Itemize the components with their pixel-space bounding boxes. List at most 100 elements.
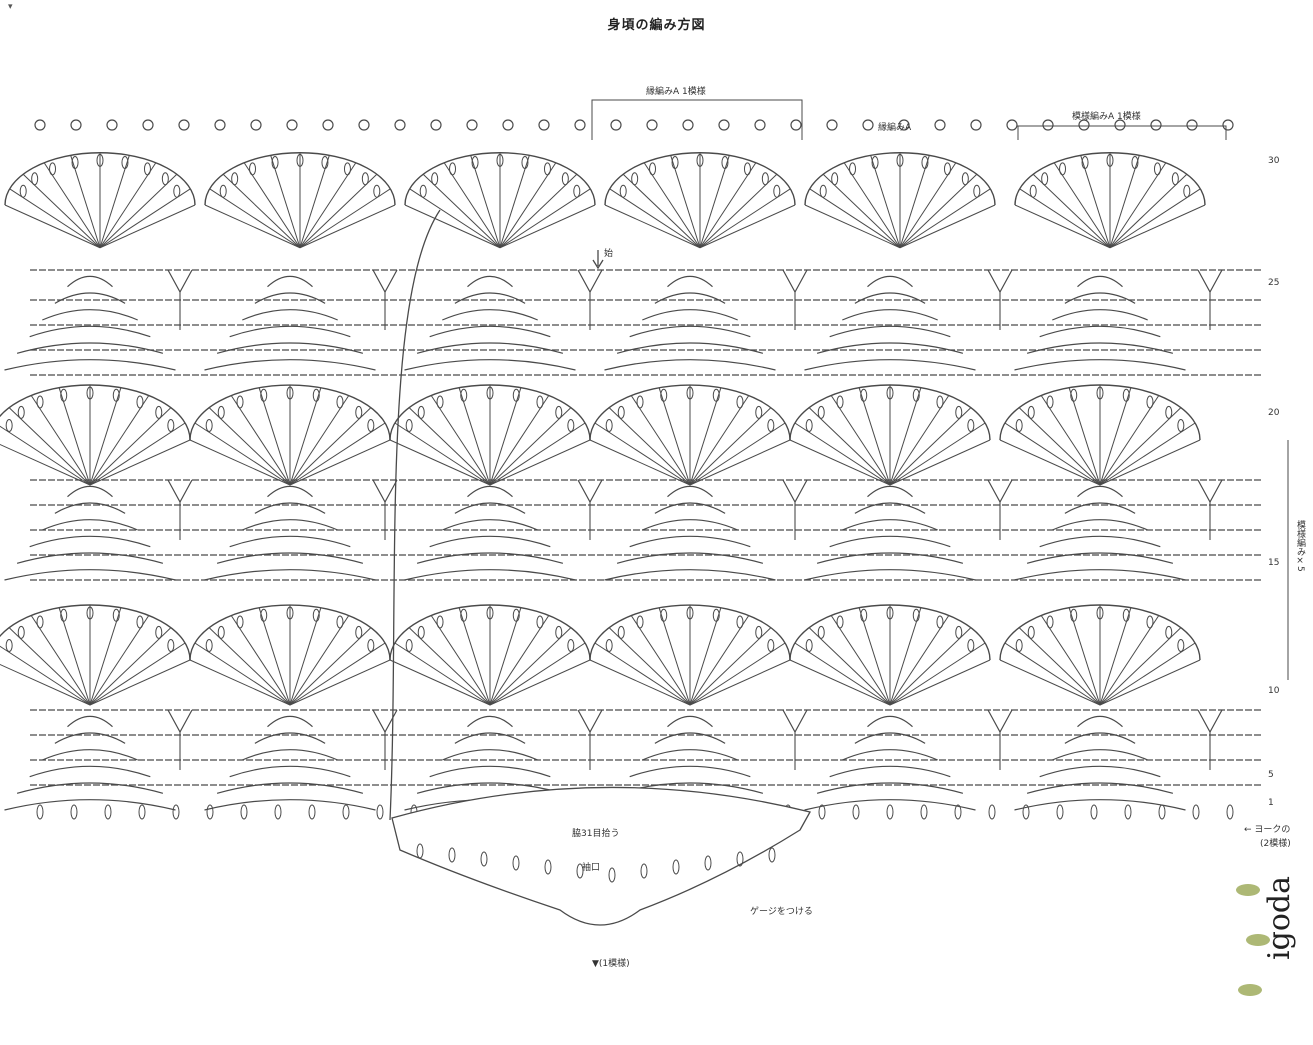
picot [287,120,297,130]
pineapple-loop [242,750,337,760]
body-fan-puff [837,396,843,408]
top-fan-puff [1030,185,1036,197]
pineapple-loop [468,276,513,286]
body-fan-puff [537,616,543,628]
picot [827,120,837,130]
pineapple-loop [1078,276,1123,286]
picot [539,120,549,130]
picot [719,120,729,130]
pineapple-loop [455,293,525,303]
pineapple-loop [205,570,376,580]
pineapple-loop [855,293,925,303]
pineapple-loop [442,310,537,320]
pineapple-loop [642,520,737,530]
bottom-puff [139,805,145,819]
top-fan-puff [762,173,768,185]
pineapple-loop [668,716,713,726]
top-fan-puff [574,185,580,197]
body-fan-stitch [90,643,185,705]
pineapple-loop [5,800,176,810]
picot [431,120,441,130]
pineapple-loop [405,570,576,580]
top-fan-puff [850,163,856,175]
pineapple-loop [668,276,713,286]
label-armhole: 袖口 [582,860,600,873]
pineapple-loop [630,766,751,776]
bottom-puff [921,805,927,819]
pineapple-loop [30,536,151,546]
v-stitch [168,270,192,292]
bottom-puff [343,805,349,819]
bottom-puff [955,805,961,819]
body-fan-puff [1016,639,1022,651]
pineapple-loop [242,310,337,320]
body-fan-stitch [0,423,90,485]
body-fan-puff [156,406,162,418]
pineapple-loop [5,360,176,370]
picot [971,120,981,130]
pineapple-loop [1052,520,1147,530]
pineapple-loop [405,360,576,370]
repeat-bracket-a [592,100,802,140]
body-fan-puff [968,419,974,431]
top-fan-puff [1042,173,1048,185]
body-fan-puff [18,626,24,638]
top-fan-puff [50,163,56,175]
pineapple-loop [605,570,776,580]
body-fan-stitch [0,643,90,705]
body-fan-puff [737,396,743,408]
picot [935,120,945,130]
bottom-puff [1159,805,1165,819]
label-yoke-note-2: (2模様) [1260,836,1291,849]
v-stitch [168,480,192,502]
body-fan-stitch [395,423,490,485]
leaf-decoration [1238,984,1262,996]
body-fan-puff [556,626,562,638]
pineapple-loop [442,520,537,530]
body-fan-stitch [795,643,890,705]
body-fan-puff [168,419,174,431]
body-fan-puff [618,406,624,418]
body-fan-puff [806,419,812,431]
top-fan-puff [220,185,226,197]
body-fan-puff [768,419,774,431]
picot [71,120,81,130]
pineapple-loop [42,750,137,760]
body-fan-puff [6,419,12,431]
body-fan-puff [237,616,243,628]
pineapple-loop [68,276,113,286]
body-fan-puff [6,639,12,651]
picot [1151,120,1161,130]
row-number: 15 [1268,558,1279,568]
body-fan-stitch [890,643,985,705]
top-fan-puff [774,185,780,197]
body-fan-puff [37,616,43,628]
body-fan-puff [206,419,212,431]
body-fan-puff [368,639,374,651]
label-edging-a: 縁編みA [878,120,911,133]
pineapple-loop [842,520,937,530]
pineapple-loop [642,750,737,760]
repeat-bracket-b [1018,126,1226,140]
body-fan-stitch [690,643,785,705]
bottom-puff [1193,805,1199,819]
top-fan-puff [1172,173,1178,185]
body-fan-puff [968,639,974,651]
pineapple-loop [217,343,363,353]
label-start-mark: 始 [604,246,613,259]
body-fan-puff [356,626,362,638]
label-yoke-note: ← ヨークの [1244,822,1290,835]
body-fan-stitch [90,423,185,485]
v-stitch [578,270,602,292]
body-fan-puff [406,639,412,651]
pineapple-loop [1015,360,1186,370]
body-fan-puff [606,419,612,431]
v-stitch [168,710,192,732]
pineapple-loop [1078,486,1123,496]
top-fan-puff [32,173,38,185]
pineapple-loop [230,766,351,776]
body-fan-stitch [290,423,385,485]
top-fan-puff [650,163,656,175]
body-fan-puff [237,396,243,408]
